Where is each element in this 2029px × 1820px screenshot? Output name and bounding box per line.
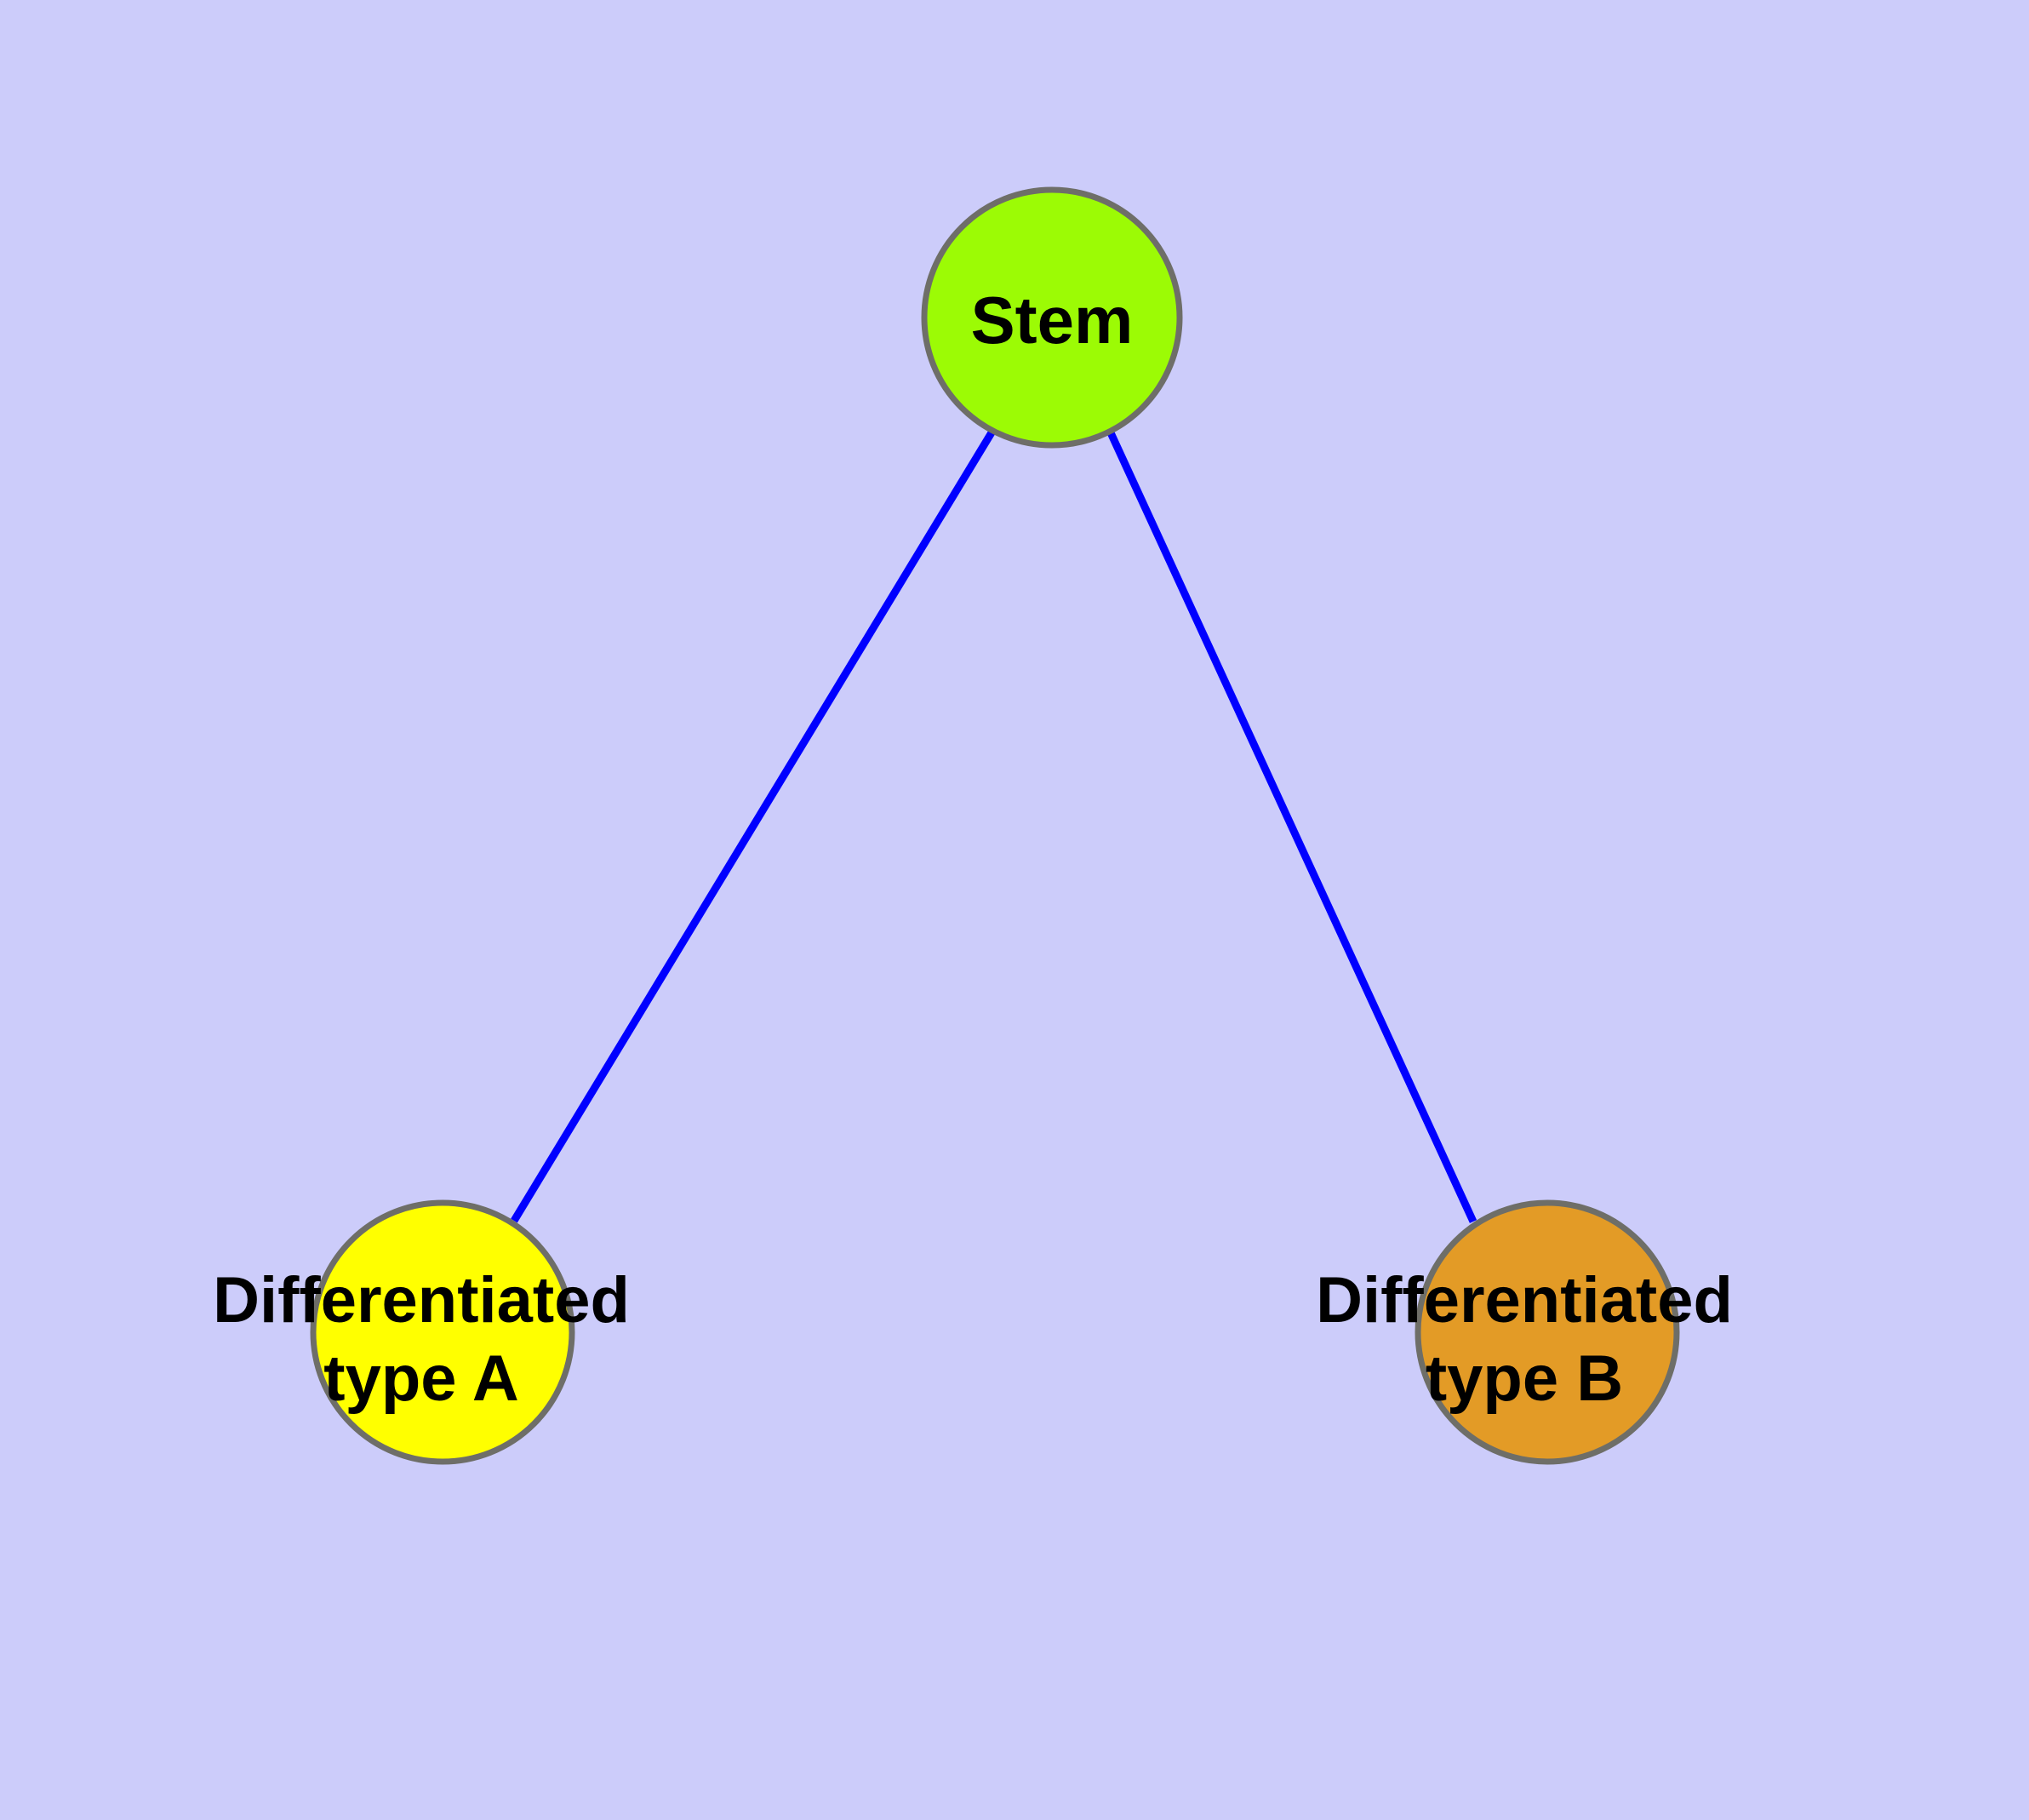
node-label-line: Differentiated [213, 1264, 630, 1336]
node-stem-circle[interactable] [921, 186, 1183, 449]
node-stem[interactable]: Stem [921, 186, 1183, 449]
node-differentiated-type-b-circle[interactable] [1415, 1199, 1680, 1465]
node-differentiated-type-a-circle[interactable] [310, 1199, 575, 1465]
node-label-line: Differentiated [1316, 1264, 1733, 1336]
node-label-line: Stem [971, 283, 1134, 358]
node-stem-label: Stem [971, 283, 1134, 358]
edge-stem-to-differentiated-type-a[interactable] [511, 427, 997, 1223]
edge-stem-to-differentiated-type-b[interactable] [1105, 427, 1477, 1223]
node-label-line: type B [1426, 1342, 1623, 1415]
edge-layer [511, 427, 1477, 1223]
node-label-line: type A [323, 1342, 518, 1415]
